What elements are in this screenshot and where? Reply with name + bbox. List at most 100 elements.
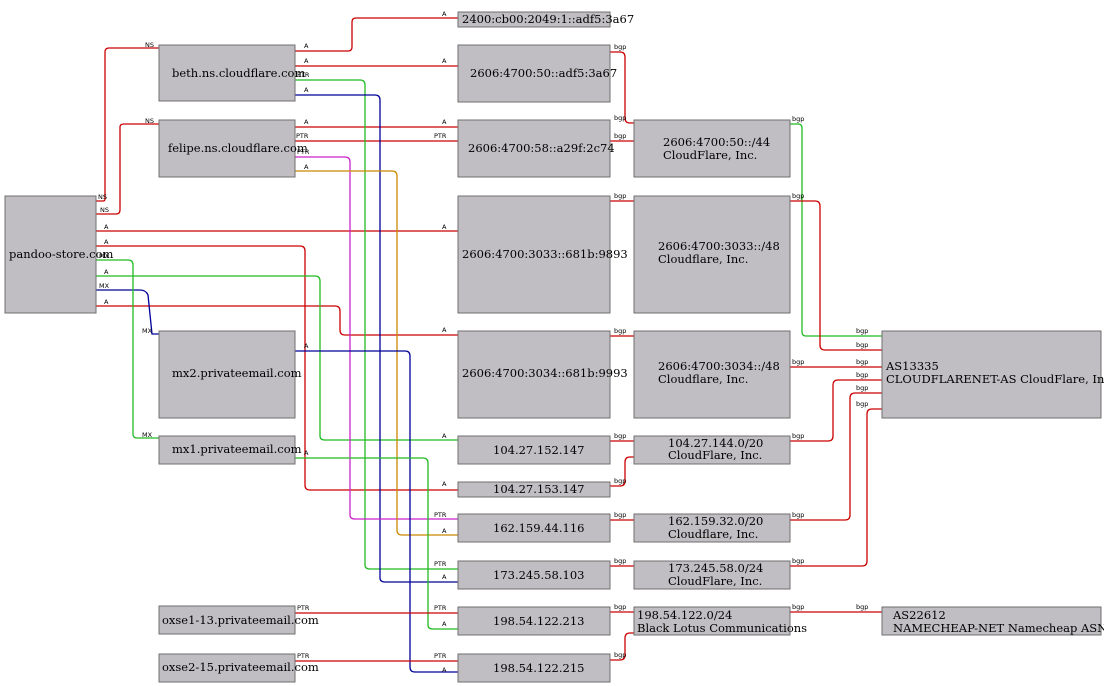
edge-beth-a-173 — [295, 94, 458, 583]
edge-3033-pfx-label-0: bgp — [614, 192, 626, 200]
edge-162-pfx-label-0: bgp — [614, 511, 626, 519]
edge-felipe-4700-58-a-label-1: A — [442, 118, 447, 126]
edge-felipe-ptr-162-label-0: PTR — [297, 148, 310, 156]
edge-root-mx2-label-0: MX — [99, 282, 110, 290]
edge-pfx162-as-label-0: bgp — [792, 511, 804, 519]
edge-beth-4700-50-label-1: A — [442, 57, 447, 65]
edge-root-beth-ns — [96, 47, 159, 202]
node-ip-162-159-44-116[interactable]: 162.159.44.116 — [457, 513, 611, 543]
edge-4700-50-pfx-label-0: bgp — [614, 43, 626, 51]
edge-root-3033-label-1: A — [442, 223, 447, 231]
node-mx1[interactable]: mx1.privateemail.com — [158, 435, 302, 465]
edge-pfx3033-as — [790, 200, 882, 351]
edge-4700-58-pfx-label-0: bgp — [614, 132, 626, 140]
svg-text:CloudFlare, Inc.: CloudFlare, Inc. — [668, 574, 762, 588]
edge-root-beth-ns-label-0: NS — [98, 193, 107, 201]
svg-text:Cloudflare, Inc.: Cloudflare, Inc. — [668, 527, 758, 541]
edge-215-pfx-label-0: bgp — [614, 651, 626, 659]
node-prefix-198-54-122[interactable]: 198.54.122.0/24 Black Lotus Communicatio… — [633, 606, 807, 636]
node-ip-2400-cb00[interactable]: 2400:cb00:2049:1::adf5:3a67 — [457, 11, 634, 28]
edge-173-pfx-label-0: bgp — [614, 557, 626, 565]
edge-mx1-213 — [295, 457, 458, 630]
edge-root-felipe-ns — [96, 123, 159, 215]
edge-pfx173-as-label-1: bgp — [856, 400, 868, 408]
svg-text:104.27.144.0/20: 104.27.144.0/20 — [668, 436, 763, 450]
edge-root-152-147-label-0: A — [104, 268, 109, 276]
edge-root-mx1 — [96, 259, 159, 439]
edge-oxse2-215-label-0: PTR — [297, 652, 310, 660]
edge-root-153-147-label-1: A — [442, 480, 447, 488]
edge-felipe-a-162-label-0: A — [304, 163, 309, 171]
svg-text:2606:4700:50::adf5:3a67: 2606:4700:50::adf5:3a67 — [470, 66, 617, 80]
edge-felipe-4700-58-ptr-label-0: PTR — [296, 132, 309, 140]
edge-root-153-147-label-0: A — [104, 238, 109, 246]
edge-mx1-213-label-1: A — [442, 620, 447, 628]
edge-pfx3033-as-label-0: bgp — [792, 192, 804, 200]
edge-pfx198-as22612-label-0: bgp — [792, 603, 804, 611]
edge-felipe-ptr-162-label-1: PTR — [434, 511, 447, 519]
edge-pfx50-as-label-1: bgp — [856, 327, 868, 335]
edge-root-3034-label-0: A — [104, 298, 109, 306]
edge-felipe-4700-58-a-label-0: A — [304, 118, 309, 126]
node-ip-3034[interactable]: 2606:4700:3034::681b:9993 — [457, 330, 628, 419]
svg-text:173.245.58.103: 173.245.58.103 — [493, 568, 584, 582]
edge-root-beth-ns-label-1: NS — [145, 41, 154, 49]
node-ip-2606-4700-50[interactable]: 2606:4700:50::adf5:3a67 — [457, 44, 617, 103]
edge-pfx3034-as-label-0: bgp — [792, 358, 804, 366]
edge-felipe-a-162 — [295, 170, 458, 536]
edge-beth-a-173-label-1: A — [442, 573, 447, 581]
svg-text:AS13335: AS13335 — [885, 359, 939, 373]
node-prefix-2606-4700-50[interactable]: 2606:4700:50::/44 CloudFlare, Inc. — [633, 119, 791, 178]
node-ip-3033[interactable]: 2606:4700:3033::681b:9893 — [457, 195, 628, 314]
node-mx2[interactable]: mx2.privateemail.com — [158, 330, 302, 419]
node-oxse1[interactable]: oxse1-13.privateemail.com — [158, 605, 319, 635]
edge-pfx162-as — [790, 392, 882, 521]
node-ip-2606-4700-58[interactable]: 2606:4700:58::a29f:2c74 — [457, 119, 615, 178]
node-as22612[interactable]: AS22612 NAMECHEAP-NET Namecheap ASN — [881, 606, 1104, 636]
edge-153-pfx — [610, 456, 634, 487]
edge-4700-50-pfx-label-1: bgp — [614, 114, 626, 122]
svg-text:2606:4700:3034::681b:9993: 2606:4700:3034::681b:9993 — [462, 366, 628, 380]
edge-beth-a-173-label-0: A — [304, 86, 309, 94]
svg-text:104.27.153.147: 104.27.153.147 — [493, 482, 584, 496]
node-prefix-173-245-58[interactable]: 173.245.58.0/24 CloudFlare, Inc. — [633, 560, 791, 590]
svg-text:oxse1-13.privateemail.com: oxse1-13.privateemail.com — [162, 613, 319, 627]
node-prefix-162-159-32[interactable]: 162.159.32.0/20 Cloudflare, Inc. — [633, 513, 791, 543]
edge-felipe-ptr-162 — [295, 156, 458, 520]
edge-oxse1-213-label-1: PTR — [434, 604, 447, 612]
svg-text:104.27.152.147: 104.27.152.147 — [493, 443, 584, 457]
edge-beth-4700-50-label-0: A — [304, 57, 309, 65]
node-ip-104-27-152-147[interactable]: 104.27.152.147 — [457, 435, 611, 465]
edge-root-mx2 — [96, 289, 159, 335]
edge-pfx3033-as-label-1: bgp — [856, 341, 868, 349]
edge-153-pfx-label-0: bgp — [614, 477, 626, 485]
node-ip-104-27-153-147[interactable]: 104.27.153.147 — [457, 481, 611, 498]
edge-root-152-147-label-1: A — [442, 432, 447, 440]
svg-text:2606:4700:58::a29f:2c74: 2606:4700:58::a29f:2c74 — [468, 141, 615, 155]
edge-beth-ptr-173 — [295, 79, 458, 570]
edge-pfx104-as-label-0: bgp — [792, 432, 804, 440]
svg-text:2400:cb00:2049:1::adf5:3a67: 2400:cb00:2049:1::adf5:3a67 — [462, 12, 634, 26]
svg-text:CloudFlare, Inc.: CloudFlare, Inc. — [663, 148, 757, 162]
node-beth-ns[interactable]: beth.ns.cloudflare.com — [158, 44, 305, 102]
node-felipe-ns[interactable]: felipe.ns.cloudflare.com — [158, 119, 308, 178]
node-oxse2[interactable]: oxse2-15.privateemail.com — [158, 653, 319, 683]
node-ip-173-245-58-103[interactable]: 173.245.58.103 — [457, 560, 611, 590]
edge-pfx50-as-label-0: bgp — [792, 115, 804, 123]
node-prefix-104-27-144[interactable]: 104.27.144.0/20 CloudFlare, Inc. — [633, 435, 791, 465]
edge-root-152-147 — [96, 275, 458, 441]
edge-root-153-147 — [96, 245, 458, 491]
edge-beth-2400 — [295, 17, 458, 52]
svg-text:Black Lotus Communications: Black Lotus Communications — [637, 621, 807, 635]
node-ip-198-54-122-213[interactable]: 198.54.122.213 — [457, 606, 611, 636]
edge-pfx50-as — [790, 123, 882, 337]
node-prefix-2606-4700-3033[interactable]: 2606:4700:3033::/48 Cloudflare, Inc. — [633, 195, 791, 314]
node-prefix-2606-4700-3034[interactable]: 2606:4700:3034::/48 Cloudflare, Inc. — [633, 330, 791, 419]
edge-beth-2400-label-1: A — [442, 10, 447, 18]
node-ip-198-54-122-215[interactable]: 198.54.122.215 — [457, 653, 611, 683]
edge-root-mx2-label-1: MX — [142, 327, 153, 335]
node-as13335[interactable]: AS13335 CLOUDFLARENET-AS CloudFlare, Inc… — [881, 330, 1104, 419]
node-pandoo-store[interactable]: pandoo-store.com — [4, 195, 113, 314]
